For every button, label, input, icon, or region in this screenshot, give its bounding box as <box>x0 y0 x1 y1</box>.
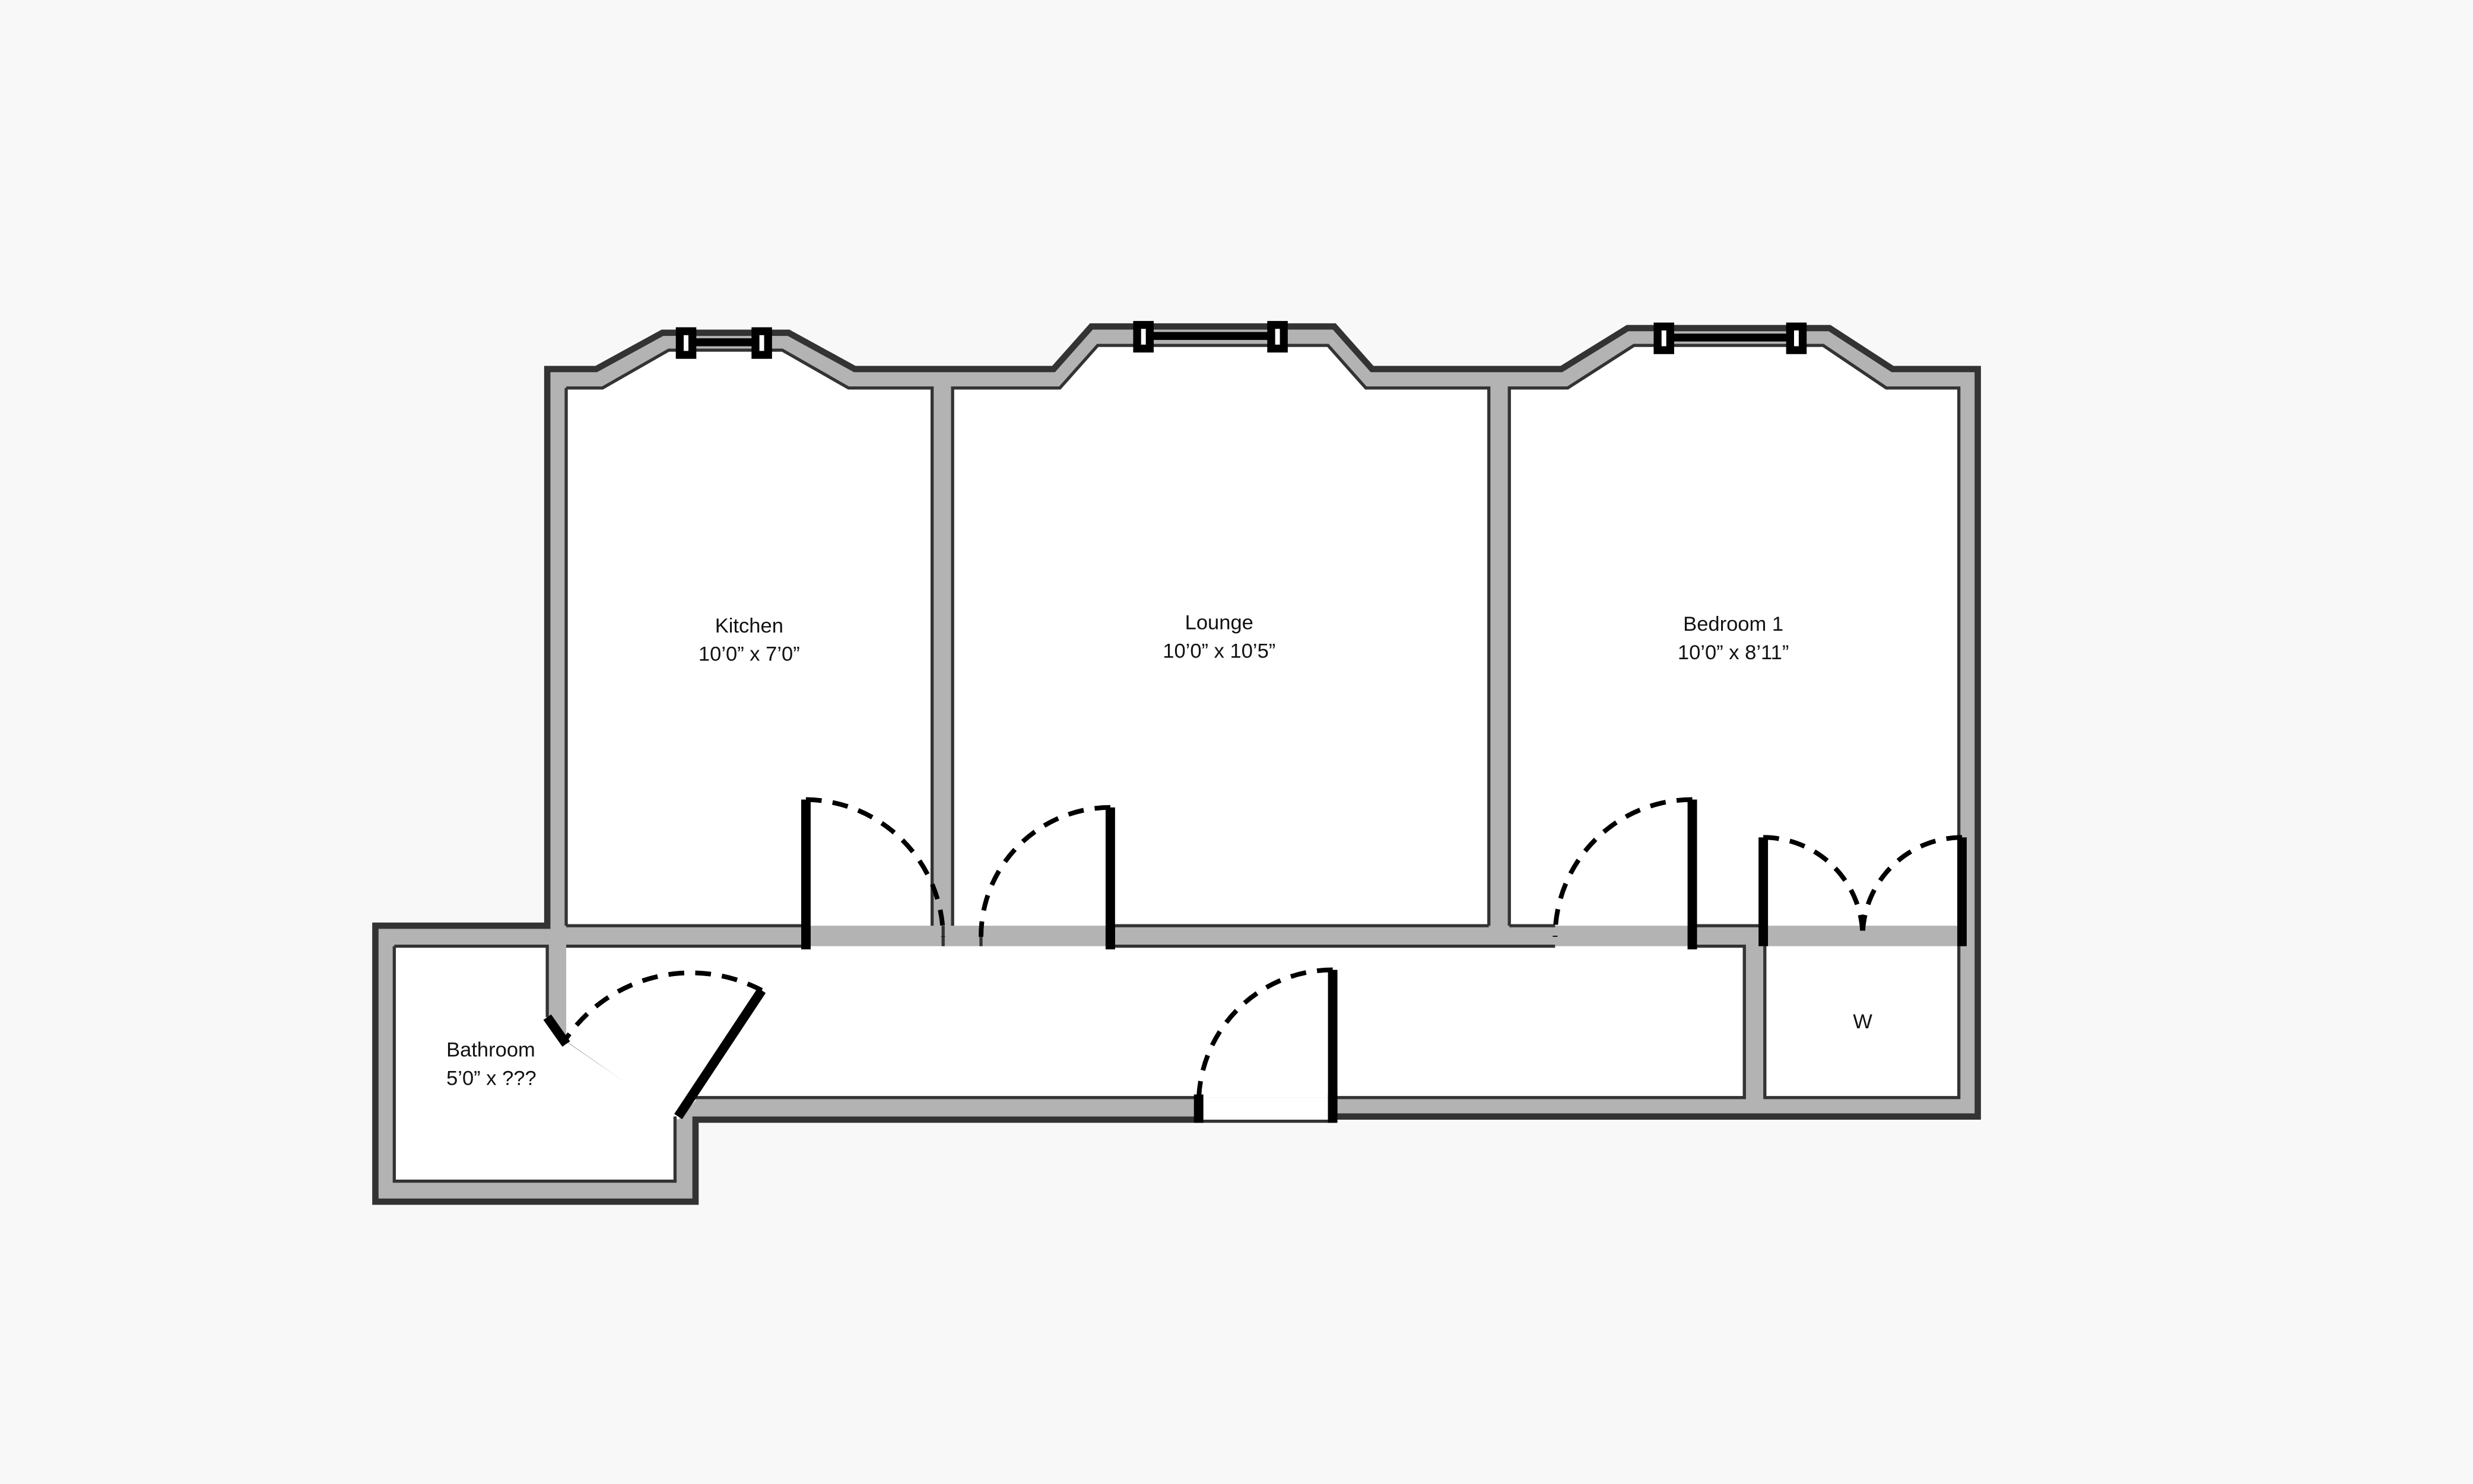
bedroom-size: 10’0” x 8’11” <box>1678 641 1789 664</box>
wardrobe-label: W <box>1853 1010 1872 1033</box>
wardrobe-floor <box>1764 946 1959 1098</box>
bedroom-door <box>1553 797 1697 949</box>
kitchen-window <box>675 327 772 359</box>
bathroom-label: Bathroom <box>446 1039 535 1062</box>
bathroom-size: 5’0” x ??? <box>446 1067 536 1090</box>
bedroom-window <box>1653 322 1807 354</box>
entrance-door <box>1193 967 1338 1123</box>
kitchen-floor <box>566 350 932 926</box>
kitchen-door <box>801 797 946 949</box>
bathroom-door <box>543 970 766 1120</box>
hallway-floor <box>566 946 1745 1120</box>
lounge-door <box>978 805 1115 949</box>
lounge-window <box>1133 320 1288 353</box>
bedroom-label: Bedroom 1 <box>1683 613 1783 635</box>
lounge-size: 10’0” x 10’5” <box>1163 640 1275 662</box>
lounge-label: Lounge <box>1185 611 1253 634</box>
bathroom-floor <box>394 946 675 1181</box>
kitchen-label: Kitchen <box>715 615 783 637</box>
wardrobe-doors <box>1758 835 1967 946</box>
kitchen-size: 10’0” x 7’0” <box>699 643 800 666</box>
bedroom-floor <box>1509 345 1959 926</box>
lounge-floor <box>953 345 1489 926</box>
